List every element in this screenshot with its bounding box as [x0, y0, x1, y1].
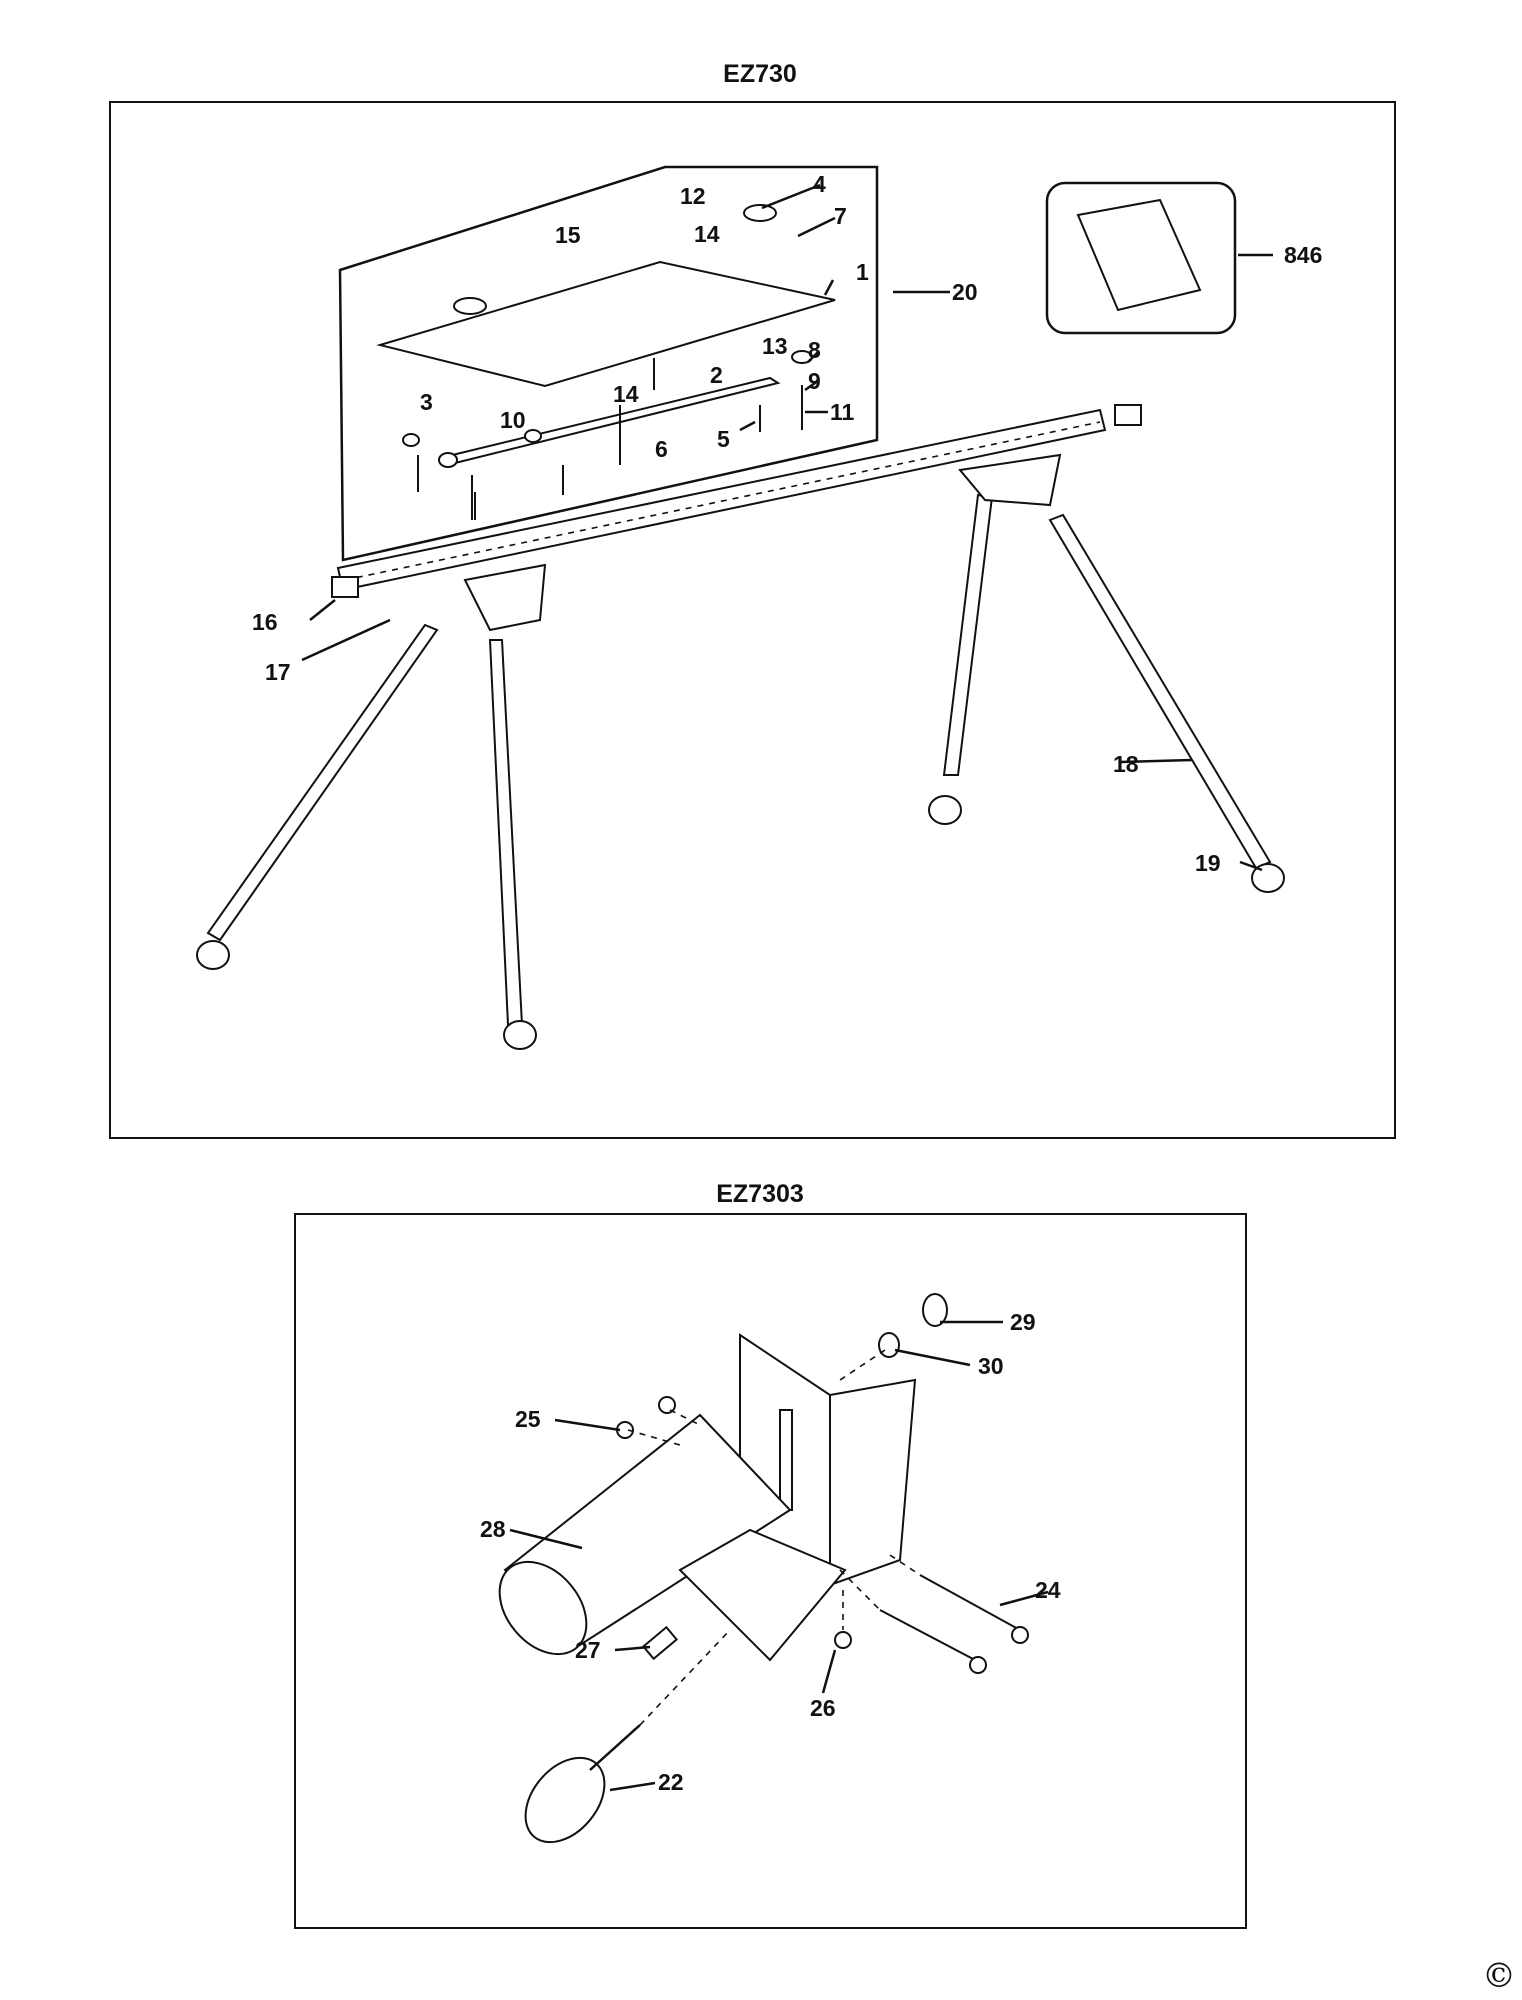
label-5: 5 — [717, 426, 730, 452]
label-17: 17 — [265, 659, 291, 685]
label-16: 16 — [252, 609, 278, 635]
label-18: 18 — [1113, 751, 1139, 777]
leader-lines-top — [301, 183, 1273, 872]
label-22: 22 — [658, 1769, 684, 1795]
label-20: 20 — [952, 279, 978, 305]
end-clamp-left — [331, 576, 359, 598]
label-8: 8 — [808, 337, 821, 363]
rail-slot — [344, 421, 1101, 581]
part-labels-top: 1 2 3 4 5 6 7 8 9 10 11 12 13 14 14 15 1… — [252, 171, 1322, 876]
bracket-slot — [779, 1409, 793, 1511]
label-26: 26 — [810, 1695, 836, 1721]
label-14a: 14 — [694, 221, 720, 247]
accessory-bag-icon — [1076, 198, 1202, 312]
label-3: 3 — [420, 389, 433, 415]
label-28: 28 — [480, 1516, 506, 1542]
label-24: 24 — [1035, 1577, 1061, 1603]
part-labels-bottom: 22 24 25 26 27 28 29 30 — [480, 1309, 1061, 1795]
handle-shaft — [589, 1724, 641, 1771]
handle — [524, 1756, 606, 1844]
base-channel — [678, 1528, 847, 1662]
label-1: 1 — [856, 259, 869, 285]
diagram-title-ez730: EZ730 — [723, 60, 797, 88]
label-10: 10 — [500, 407, 526, 433]
legs — [196, 453, 1285, 1050]
label-846: 846 — [1284, 242, 1322, 268]
label-25: 25 — [515, 1406, 541, 1432]
label-2: 2 — [710, 362, 723, 388]
bracket-side — [829, 1378, 917, 1587]
label-30: 30 — [978, 1353, 1004, 1379]
label-12: 12 — [680, 183, 706, 209]
label-6: 6 — [655, 436, 668, 462]
label-4: 4 — [813, 171, 826, 197]
label-7: 7 — [834, 203, 847, 229]
label-29: 29 — [1010, 1309, 1036, 1335]
label-19: 19 — [1195, 850, 1221, 876]
bolts — [616, 1293, 1029, 1674]
label-14b: 14 — [613, 381, 639, 407]
label-13: 13 — [762, 333, 788, 359]
diagram-frame-bottom — [294, 1213, 1247, 1929]
label-9: 9 — [808, 368, 821, 394]
label-11: 11 — [830, 399, 855, 425]
label-15: 15 — [555, 222, 581, 248]
diagram-title-ez7303: EZ7303 — [716, 1180, 804, 1208]
end-clamp-right — [1114, 404, 1142, 426]
tube-end — [498, 1560, 588, 1656]
leader-lines-bottom — [509, 1320, 1049, 1792]
fasteners — [402, 204, 813, 520]
label-27: 27 — [575, 1637, 601, 1663]
assembly-lines — [627, 1349, 921, 1726]
table-plate — [376, 260, 836, 388]
diagram-frame-top — [109, 101, 1396, 1139]
copyright-symbol: © — [1482, 1956, 1516, 1996]
